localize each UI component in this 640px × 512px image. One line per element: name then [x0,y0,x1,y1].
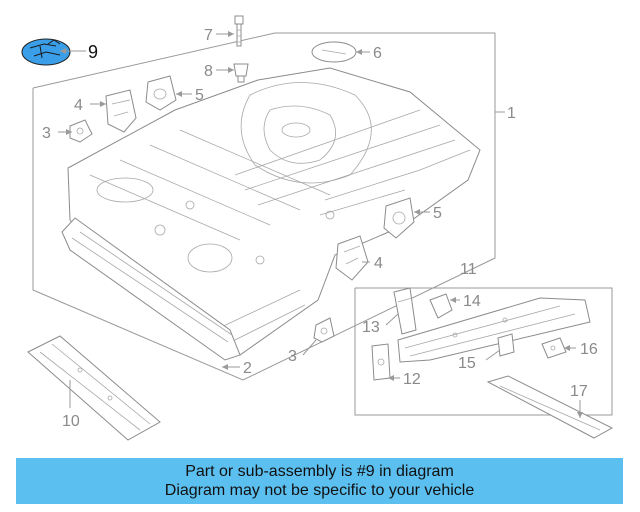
callout-15: 15 [458,355,476,372]
rail-extension-part-17 [486,375,614,439]
callout-4-upper: 4 [74,97,83,114]
bracket-part-5-lower [383,197,415,239]
callout-16: 16 [580,341,598,358]
plate-part-12 [371,343,391,381]
clip-part-8 [233,63,249,83]
callout-11: 11 [460,261,477,278]
bolt-part-7 [234,15,244,47]
callout-2: 2 [243,360,252,377]
callout-5-lower: 5 [433,205,442,222]
gusset-part-14 [429,293,453,319]
highlighted-part-9 [21,38,71,66]
callout-13: 13 [362,319,380,336]
callout-3-upper: 3 [42,125,51,142]
callout-10: 10 [62,413,80,430]
bracket-part-13 [393,287,417,335]
callout-17: 17 [570,383,588,400]
assembly-frame-1 [32,32,496,381]
bracket-part-5-upper [145,75,177,111]
hole-plug-part-6 [311,41,357,63]
callout-labels: 9 1 2 3 3 4 4 5 5 6 7 8 10 11 12 13 14 1… [42,27,598,430]
callout-8: 8 [204,63,213,80]
assembly-frame-11 [354,287,613,416]
callout-6: 6 [373,45,382,62]
bracket-part-3-lower [313,317,335,343]
leader-arrowheads [60,31,583,418]
callout-12: 12 [403,371,421,388]
reinforcement-part-4-upper [105,89,137,133]
callout-5-upper: 5 [195,87,204,104]
callout-14: 14 [463,293,481,310]
bracket-part-15 [497,333,515,357]
side-sill-part-2 [61,217,241,361]
banner-line-2: Diagram may not be specific to your vehi… [164,482,475,499]
floor-pan-part-1 [67,67,481,356]
callout-3-lower: 3 [288,348,297,365]
bracket-part-3-upper [69,119,93,143]
callout-7: 7 [204,27,213,44]
callout-4-lower: 4 [374,255,383,272]
callout-9: 9 [88,42,98,62]
banner-line-1: Part or sub-assembly is #9 in diagram [185,463,454,480]
side-member-rail [397,297,591,363]
callout-1: 1 [507,105,516,122]
reinforcement-part-4-lower [335,235,369,281]
bracket-part-16 [541,337,567,359]
info-banner: Part or sub-assembly is #9 in diagram Di… [16,458,623,504]
crossmember-part-10 [27,335,161,441]
